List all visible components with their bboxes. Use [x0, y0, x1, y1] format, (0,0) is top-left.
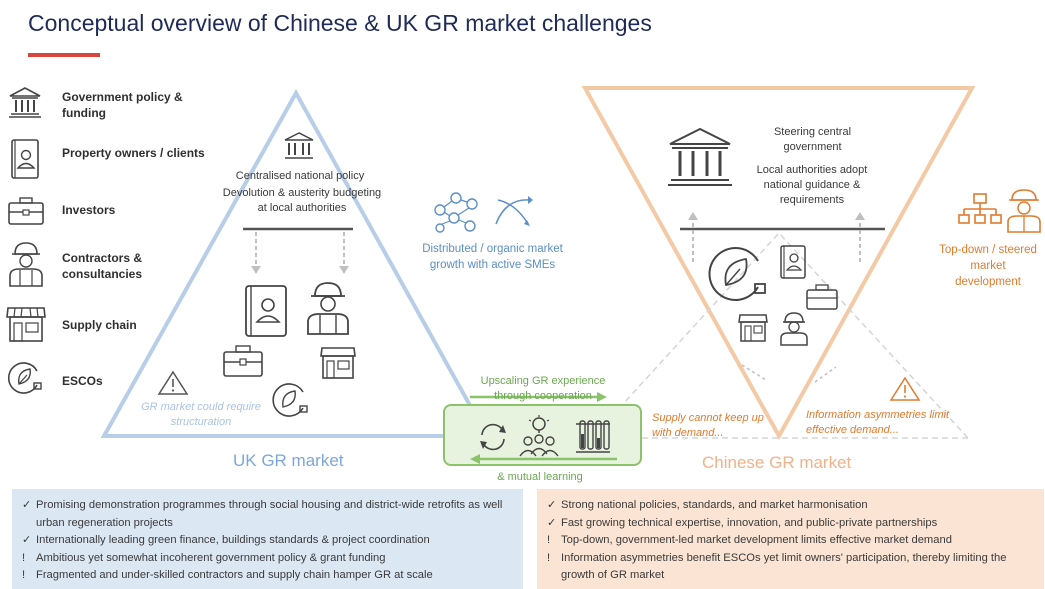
uk-devolution-text: Devolution & austerity budgeting at loca… [222, 187, 382, 214]
distributed-growth-text: Distributed / organic market growth with… [422, 243, 563, 271]
steering-government-text: Steering central government [773, 126, 852, 153]
uk-government-icon [284, 132, 314, 159]
china-point: ✓Fast growing technical expertise, innov… [547, 516, 938, 529]
construction-worker-icon [9, 242, 43, 287]
china-points-box: ✓Strong national policies, standards, an… [537, 489, 1044, 589]
china-dashed-triangle [591, 231, 969, 439]
organic-growth-icon [495, 196, 533, 226]
china-government-icon [668, 127, 732, 186]
title-underline [28, 53, 100, 57]
china-briefcase-icon [806, 284, 838, 310]
china-point: !Top-down, government-led market develop… [547, 534, 952, 546]
china-market-label: Chinese GR market [702, 453, 852, 472]
shop-icon [6, 307, 46, 342]
uk-points-box: ✓Promising demonstration programmes thro… [12, 489, 523, 589]
network-icon [434, 192, 478, 233]
upscaling-text: Upscaling GR experience through cooperat… [480, 375, 606, 402]
uk-warning-icon [157, 370, 189, 395]
uk-contractor-icon [307, 282, 349, 335]
uk-policy-text: Centralised national policy [235, 170, 365, 182]
legend-label-investors: Investors [62, 203, 116, 217]
legend-label-escos: ESCOs [62, 374, 103, 388]
china-warning-icon [889, 376, 921, 401]
uk-briefcase-icon [223, 345, 263, 377]
leaf-plug-icon [8, 362, 42, 394]
cycle-icon [480, 423, 506, 451]
mutual-learning-text: & mutual learning [497, 471, 583, 483]
supply-warning-text: Supply cannot keep up with demand... [652, 412, 764, 439]
property-owner-icon [11, 139, 39, 179]
uk-point: !Ambitious yet somewhat incoherent gover… [22, 551, 386, 564]
uk-point: !Fragmented and under-skilled contractor… [22, 569, 433, 581]
uk-warning-text: GR market could require structuration [141, 401, 261, 428]
china-point: ✓Strong national policies, standards, an… [547, 499, 868, 511]
legend-label-property-owners: Property owners / clients [62, 146, 205, 160]
uk-escos-icon [272, 383, 308, 417]
top-down-text: Top-down / steered market development [939, 244, 1037, 288]
uk-triangle [100, 88, 491, 438]
china-point: !Information asymmetries benefit ESCOs y… [547, 551, 1007, 582]
info-asymmetry-text: Information asymmetries limit effective … [806, 409, 950, 436]
china-triangle [581, 86, 976, 441]
legend-label-contractors: Contractors & consultancies [62, 251, 143, 281]
china-escos-icon [708, 247, 766, 301]
legend-label-government: Government policy & funding [62, 90, 183, 120]
china-shop-icon [738, 314, 768, 342]
org-chart-icon [958, 193, 1002, 224]
uk-point: ✓Promising demonstration programmes thro… [22, 499, 503, 529]
team-idea-icon [519, 415, 559, 457]
uk-shop-icon [320, 347, 356, 379]
china-property-owner-icon [780, 245, 806, 279]
uk-market-label: UK GR market [233, 451, 344, 470]
uk-property-owner-icon [245, 285, 287, 337]
briefcase-icon [8, 197, 44, 225]
local-authorities-text: Local authorities adopt national guidanc… [756, 164, 868, 206]
government-building-icon [9, 87, 41, 118]
official-icon [1007, 189, 1041, 233]
uk-point: ✓Internationally leading green finance, … [22, 534, 430, 546]
test-tubes-icon [576, 420, 610, 453]
legend-label-supply-chain: Supply chain [62, 318, 137, 332]
china-contractor-icon [780, 312, 808, 346]
page-title: Conceptual overview of Chinese & UK GR m… [28, 10, 652, 36]
